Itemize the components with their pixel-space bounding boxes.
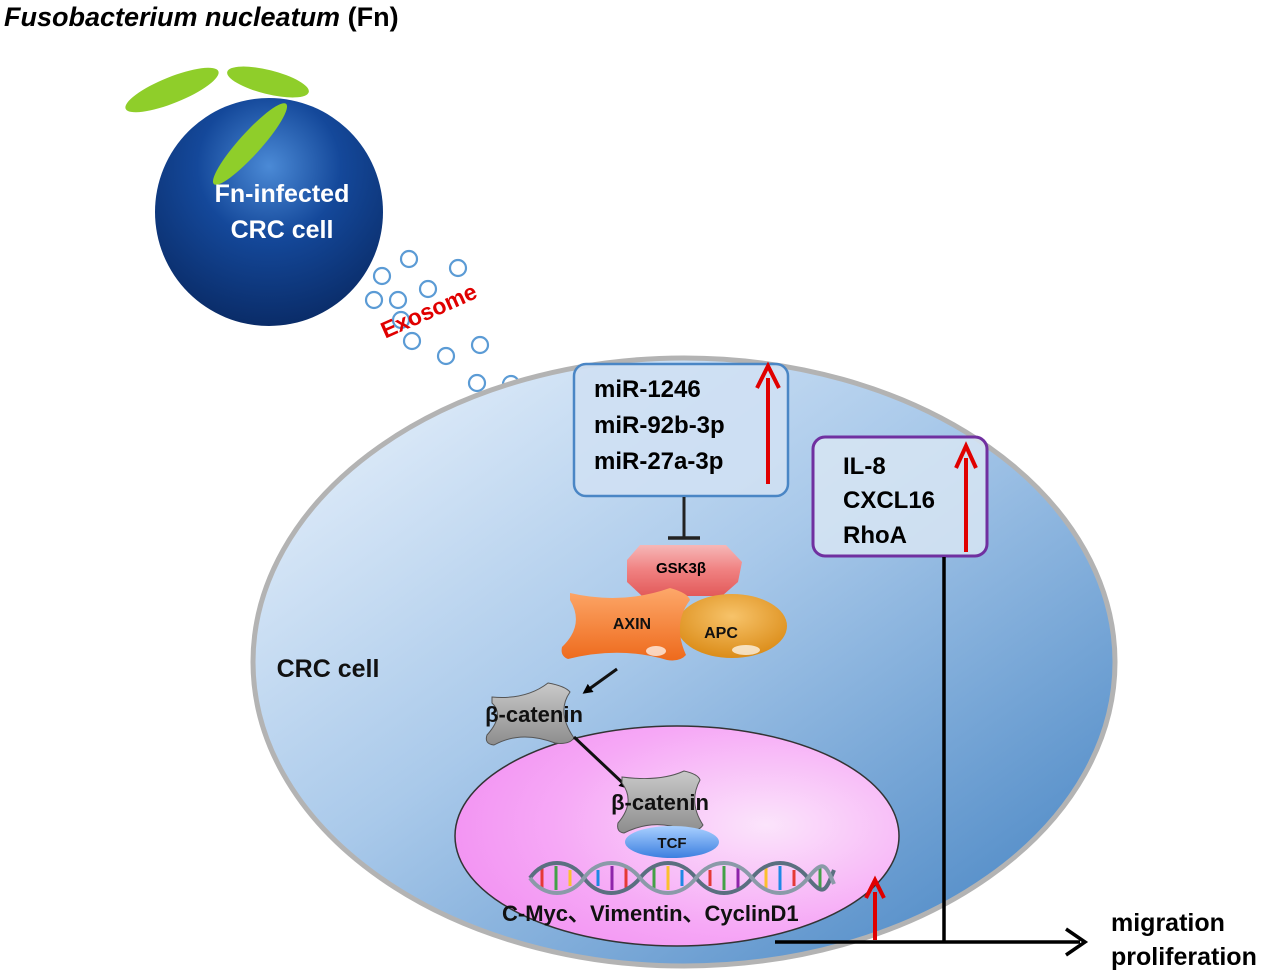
exosome-label: Exosome	[377, 278, 481, 343]
beta-catenin-cytoplasmic: β-catenin	[485, 682, 583, 746]
cytokine-box: IL-8 CXCL16 RhoA	[811, 435, 989, 558]
bacteria-icon	[125, 66, 309, 113]
activation-arrow	[582, 667, 618, 694]
mirna-item: miR-27a-3p	[594, 448, 723, 475]
beta-catenin-nuclear-label: β-catenin	[611, 790, 709, 815]
figure-title: Fusobacterium nucleatum (Fn)	[4, 2, 399, 33]
mirna-box: miR-1246 miR-92b-3p miR-27a-3p	[572, 361, 790, 498]
tcf-label: TCF	[657, 835, 686, 852]
gsk3b-protein: GSK3β	[627, 545, 742, 596]
gsk3b-label: GSK3β	[656, 560, 706, 577]
title-abbrev: (Fn)	[347, 2, 399, 32]
cytokine-item: CXCL16	[843, 487, 935, 514]
beta-catenin-label: β-catenin	[485, 702, 583, 727]
crc-cell-label: CRC cell	[277, 655, 380, 683]
axin-protein: AXIN	[561, 588, 690, 661]
exosome-vesicles	[364, 249, 557, 421]
target-genes-upregulation-arrow-icon	[864, 875, 886, 940]
infected-crc-cell: Fn-infected CRC cell	[155, 98, 383, 326]
axin-label: AXIN	[613, 616, 651, 633]
mirna-item: miR-1246	[594, 376, 701, 403]
apc-protein: APC	[677, 594, 787, 658]
tcf-protein: TCF	[625, 826, 719, 858]
outcome-arrow-head-icon	[1065, 927, 1089, 957]
infected-cell-label-line1: Fn-infected	[215, 180, 350, 208]
translocation-arrow	[572, 735, 630, 790]
title-species: Fusobacterium nucleatum	[4, 2, 341, 32]
cytokine-item: RhoA	[843, 522, 907, 549]
infected-cell-label-line2: CRC cell	[231, 216, 334, 244]
apc-label: APC	[704, 625, 738, 642]
inhibition-arrow	[668, 497, 700, 540]
dna-helix-icon	[528, 861, 836, 895]
beta-catenin-nuclear: β-catenin	[611, 770, 709, 834]
target-genes-label: C-Myc、Vimentin、CyclinD1	[502, 901, 799, 926]
cytokine-item: IL-8	[843, 453, 886, 480]
mirna-item: miR-92b-3p	[594, 412, 725, 439]
outcome-migration: migration	[1111, 909, 1225, 937]
outcome-proliferation: proliferation	[1111, 943, 1257, 971]
upregulation-arrow-icon	[755, 361, 781, 389]
internal-bacterium-icon	[212, 103, 288, 185]
upregulation-arrow-icon	[954, 441, 978, 469]
